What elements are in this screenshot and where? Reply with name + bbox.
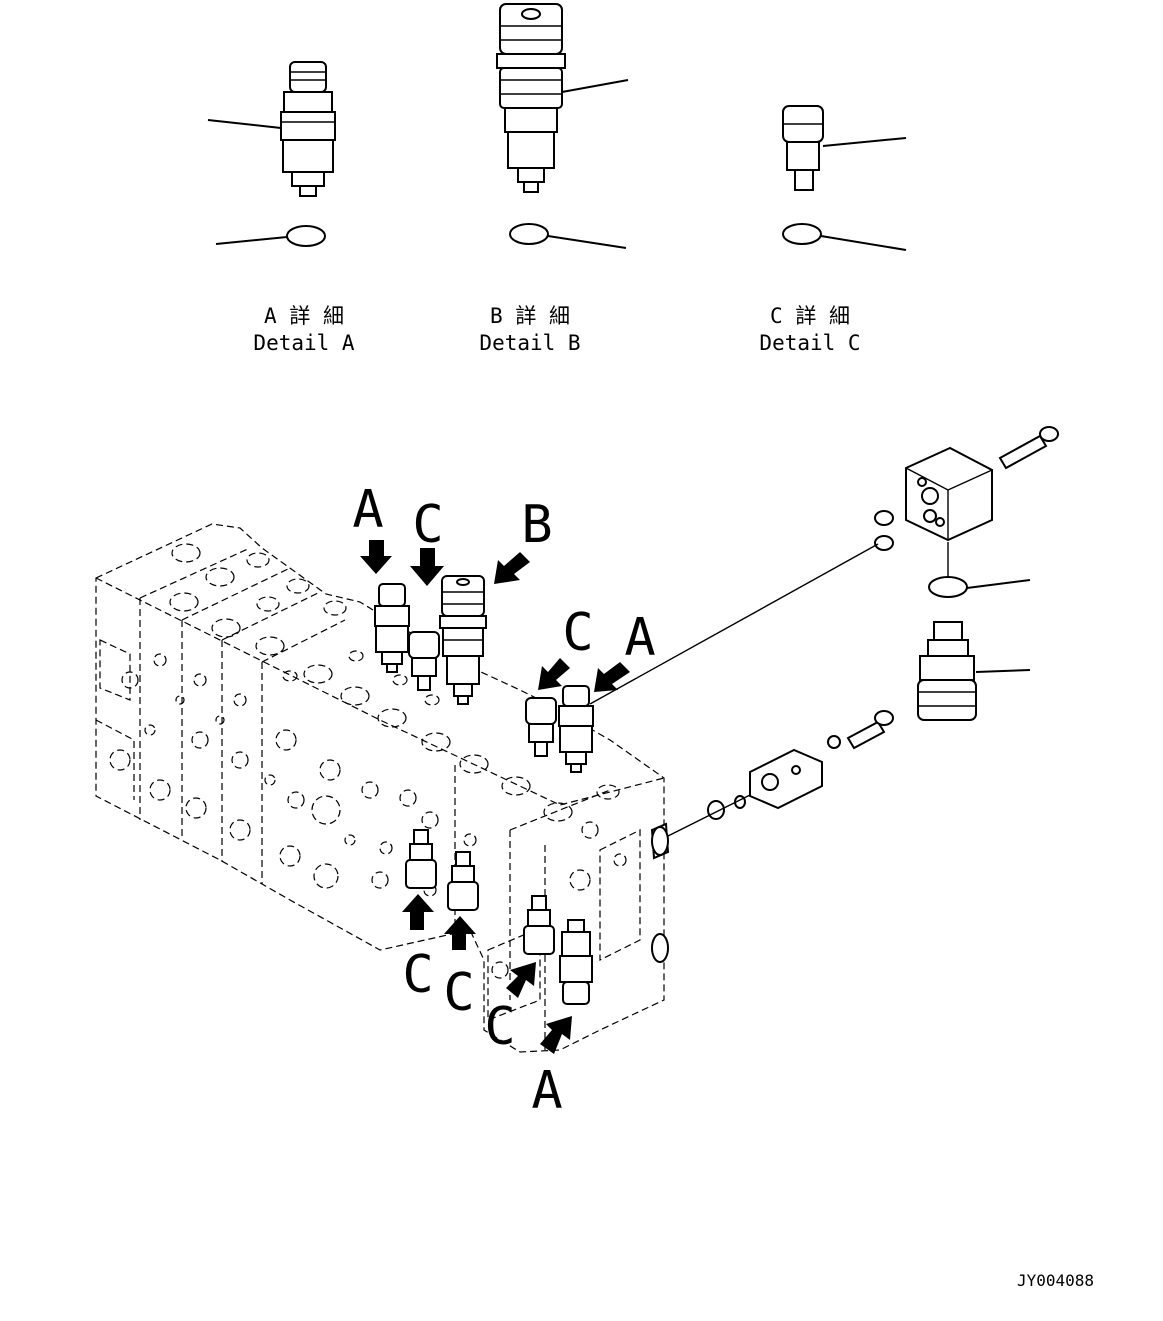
mounted-valve-c-lower-1 xyxy=(405,829,437,889)
exploded-seal-rings xyxy=(874,510,894,551)
exploded-small-rings xyxy=(707,795,746,820)
arrow-c3 xyxy=(402,894,434,930)
detail-b-caption: B 詳 細 Detail B xyxy=(479,304,580,355)
detail-a-caption: A 詳 細 Detail A xyxy=(253,304,355,355)
exploded-cover-plate xyxy=(749,748,823,810)
mounted-valve-a-right xyxy=(558,543,879,773)
exploded-bolt-lower xyxy=(827,710,894,750)
arrow-a1 xyxy=(360,540,392,574)
callout-c2: C xyxy=(562,603,593,663)
mounted-valve-c-right xyxy=(525,697,557,757)
detail-c-valve xyxy=(782,105,907,191)
mounted-valve-a-top xyxy=(374,583,410,673)
mounted-valve-a-lower xyxy=(559,919,593,1005)
detail-c-caption: C 詳 細 Detail C xyxy=(759,304,860,355)
callout-c5: C xyxy=(484,997,515,1057)
mounted-valve-c-lower-2 xyxy=(447,851,479,911)
callout-c3: C xyxy=(402,945,433,1005)
callout-c1: C xyxy=(412,495,443,555)
detail-b-oring xyxy=(509,223,627,249)
callout-arrows xyxy=(360,540,630,1054)
detail-b-jp-label: B 詳 細 xyxy=(490,304,570,328)
arrow-a2 xyxy=(594,662,630,692)
port-bores xyxy=(169,543,620,822)
detail-a-valve xyxy=(207,61,336,197)
arrow-c2 xyxy=(538,658,570,690)
callout-b1: B xyxy=(521,495,552,555)
detail-c-jp-label: C 詳 細 xyxy=(770,304,850,328)
arrow-c1 xyxy=(410,548,444,586)
detail-b-en-label: Detail B xyxy=(479,331,580,355)
callout-a2: A xyxy=(624,608,655,668)
callout-c4: C xyxy=(443,963,474,1023)
end-plugs xyxy=(650,789,761,963)
mounted-valve-c-top xyxy=(408,631,440,691)
exploded-bolt-upper xyxy=(998,426,1059,470)
detail-a-jp-label: A 詳 細 xyxy=(264,304,344,328)
detail-c-en-label: Detail C xyxy=(759,331,860,355)
mounted-valve-b xyxy=(439,575,487,705)
drawing-id: JY004088 xyxy=(1017,1271,1094,1290)
exploded-relief-valve xyxy=(917,621,1031,721)
mounted-valve-c-lower-3 xyxy=(523,895,555,955)
detail-a-oring xyxy=(215,225,326,247)
callout-letters: A C B C A C C C A xyxy=(352,480,655,1121)
detail-a-en-label: Detail A xyxy=(253,331,355,355)
exploded-oring xyxy=(928,576,1031,598)
arrow-b1 xyxy=(494,552,530,584)
face-holes xyxy=(109,653,627,979)
arrow-a3 xyxy=(540,1016,572,1054)
detail-b-valve xyxy=(496,3,629,193)
arrow-c5 xyxy=(506,962,536,998)
control-valve-body xyxy=(95,523,761,1053)
exploded-flange-block xyxy=(905,446,993,576)
callout-a1: A xyxy=(352,480,383,540)
arrow-c4 xyxy=(444,916,476,950)
detail-c-oring xyxy=(782,223,907,251)
callout-a3: A xyxy=(531,1061,562,1121)
